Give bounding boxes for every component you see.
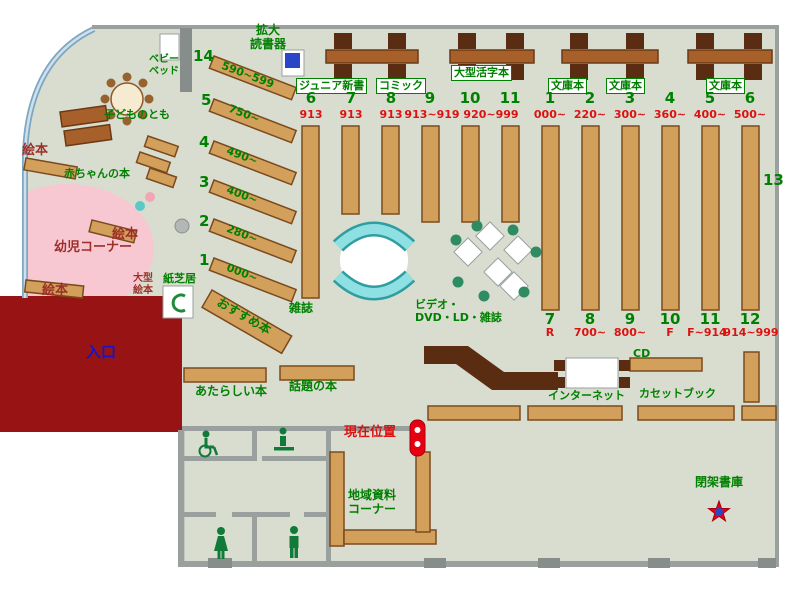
stack-number: 11: [699, 310, 721, 328]
label-cassette-books: カセットブック: [639, 387, 716, 400]
stack-range: 000~: [533, 108, 567, 121]
browsing-tables: [450, 220, 542, 302]
kids-shelf-number: 14: [193, 47, 214, 65]
stack-range: 913: [339, 108, 363, 121]
stack-number: 10: [659, 310, 681, 328]
accessible-toilet-icon: [198, 430, 219, 458]
stack-number: 1: [544, 89, 556, 107]
stack-range: R: [545, 326, 555, 339]
label-magnifier: 拡大 読書器: [249, 23, 286, 51]
stack-range: F~914: [687, 326, 727, 339]
label-current-location: 現在位置: [344, 425, 397, 440]
kids-shelf-number: 1: [199, 251, 210, 269]
stack-number: 7: [345, 89, 357, 107]
stack-range: 913: [379, 108, 403, 121]
stack-number: 6: [744, 89, 756, 107]
mens-toilet-icon: [289, 526, 299, 558]
section-bunko-1: 文庫本: [548, 78, 587, 95]
stack-range: 360~: [653, 108, 687, 121]
label-new-books: あたらしい本: [195, 384, 268, 398]
stack-range: 700~: [573, 326, 607, 339]
stack-number: 4: [664, 89, 676, 107]
label-cd: CD: [633, 347, 651, 360]
stack-range: 913~919: [404, 108, 460, 121]
stack-number: 2: [584, 89, 596, 107]
stack-number: 8: [584, 310, 596, 328]
section-large-print: 大型活字本: [451, 65, 512, 82]
stack-range: 800~: [613, 326, 647, 339]
label-large-picture-books: 大型 絵本: [133, 273, 153, 296]
internet-desk: [554, 357, 630, 389]
label-entrance: 入口: [86, 343, 117, 361]
stack-range: 500~: [733, 108, 767, 121]
stack-range: F: [666, 326, 674, 339]
label-topic-books: 話題の本: [289, 379, 338, 393]
label-closed-stacks: 閉架書庫: [695, 475, 744, 489]
current-location-pin: [409, 419, 426, 457]
label-kodomo-no-tomo: 子どものとも: [104, 108, 170, 121]
stack-number: 8: [385, 89, 397, 107]
section-bunko-3: 文庫本: [706, 78, 745, 95]
label-baby-bed: ベビー ベッド: [149, 54, 179, 77]
stack-range: 913: [299, 108, 323, 121]
stack-number: 7: [544, 310, 556, 328]
kids-shelf-number: 4: [199, 133, 210, 151]
label-toddler-corner: 幼児コーナー: [54, 240, 133, 255]
label-baby-books: 赤ちゃんの本: [64, 167, 130, 180]
curved-wall: [22, 26, 96, 298]
label-magazines: 雑誌: [289, 301, 314, 315]
label-picture-books: 絵本: [42, 283, 69, 298]
stack-number: 5: [704, 89, 716, 107]
womens-toilet-icon: [214, 527, 228, 559]
stack-range: 920~999: [463, 108, 519, 121]
walls: [92, 25, 779, 568]
aisle-13-label: 13: [763, 171, 784, 189]
label-av-corner: ビデオ・ DVD・LD・雑誌: [415, 298, 502, 324]
stack-number: 11: [499, 89, 521, 107]
stack-number: 6: [305, 89, 317, 107]
entrance-area: [0, 296, 182, 432]
magazine-display: [332, 221, 416, 301]
service-counter: [424, 346, 558, 390]
stack-number: 10: [459, 89, 481, 107]
section-bunko-2: 文庫本: [606, 78, 645, 95]
stack-range: 300~: [613, 108, 647, 121]
label-internet: インターネット: [548, 389, 625, 402]
kids-shelf-number: 5: [201, 91, 212, 109]
baby-room-icon: [274, 427, 294, 451]
label-picture-books: 絵本: [22, 143, 49, 158]
section-comic: コミック: [376, 78, 426, 95]
kamishibai-box: [162, 285, 194, 319]
stack-range: 914~999: [723, 326, 779, 339]
section-junior-shinsho: ジュニア新書: [296, 78, 368, 95]
label-kamishibai: 紙芝居: [163, 272, 196, 285]
magnifier-device: [281, 49, 305, 77]
baby-bed: [159, 33, 180, 61]
stack-number: 3: [624, 89, 636, 107]
closed-stacks-star: [707, 499, 731, 523]
stack-number: 12: [739, 310, 761, 328]
stack-number: 9: [424, 89, 436, 107]
kids-shelf-number: 2: [199, 212, 210, 230]
kids-shelf-number: 3: [199, 173, 210, 191]
stack-number: 9: [624, 310, 636, 328]
childrens-furniture: [59, 33, 194, 319]
bookshelves: [23, 55, 777, 547]
stack-range: 220~: [573, 108, 607, 121]
label-local-materials: 地域資料 コーナー: [348, 488, 397, 516]
label-picture-books: 絵本: [112, 227, 139, 242]
stack-range: 400~: [693, 108, 727, 121]
